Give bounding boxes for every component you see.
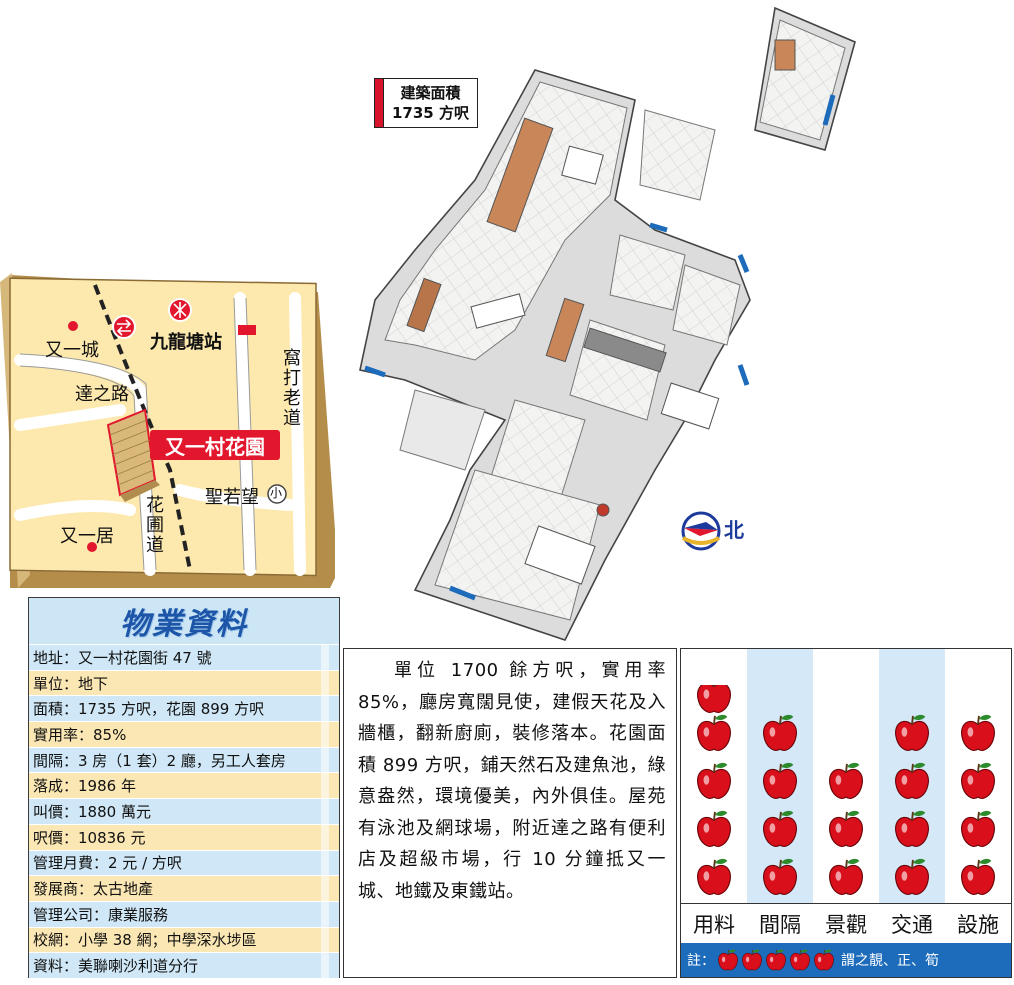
- apple-icon: [763, 762, 797, 799]
- north-indicator: 北: [678, 508, 758, 554]
- apple-icon: [814, 949, 834, 971]
- apple-icon: [895, 858, 929, 895]
- property-row-completion: 落成：1986 年: [29, 772, 339, 799]
- floor-plan-windows: [364, 94, 836, 601]
- apple-icon: [718, 949, 738, 971]
- school-icon: [267, 484, 287, 504]
- property-row-source: 資料：美聯喇沙利道分行: [29, 952, 339, 978]
- apple-icon: [895, 714, 929, 751]
- property-row-area: 面積：1735 方呎，花園 899 方呎: [29, 695, 339, 722]
- rating-label-materials: 用料: [693, 912, 735, 937]
- property-row-developer: 發展商：太古地產: [29, 875, 339, 901]
- property-row-layout: 間隔：3 房（1 套）2 廳，另工人套房: [29, 746, 339, 773]
- estate-label: 又一村花園: [150, 430, 280, 460]
- station-flag: [238, 325, 256, 335]
- apple-icon: [742, 949, 762, 971]
- rating-note-apples: [717, 948, 835, 972]
- mtr-icon: [168, 298, 192, 322]
- property-row-management-fee: 管理月費：2 元 / 方呎: [29, 849, 339, 876]
- interchange-icon: [112, 315, 136, 339]
- apple-icon: [829, 858, 863, 895]
- label-flower-garden-road: 花圃道: [143, 495, 164, 555]
- apple-icon: [895, 762, 929, 799]
- rating-note-suffix: 謂之靚、正、筍: [841, 953, 939, 969]
- apple-icon: [961, 858, 995, 895]
- rating-panel: 用料 間隔 景觀 交通 設施 註： 謂之靚、正、筍: [680, 648, 1012, 978]
- floor-area-tag: 建築面積 1735 方呎: [374, 78, 478, 128]
- property-data-panel: 物業資料 地址：又一村花園街 47 號 單位：地下 面積：1735 方呎，花園 …: [28, 597, 340, 978]
- floor-area-value: 1735 方呎: [392, 104, 469, 122]
- apple-icon: [697, 685, 731, 713]
- apple-icon: [790, 949, 810, 971]
- property-row-school-net: 校網：小學 38 網；中學深水埗區: [29, 926, 339, 953]
- property-title: 物業資料: [29, 598, 339, 644]
- description-text: 單位 1700 餘方呎，實用率 85%，廳房寬闊見使，建假天花及入牆櫃，翻新廚廁…: [358, 660, 666, 902]
- compass-icon: [681, 511, 721, 551]
- location-map: 又一城 九龍塘站 達之路 窩打老道 又一村花園 聖若望 小 又一居 花圃道: [0, 270, 335, 590]
- description-panel: 單位 1700 餘方呎，實用率 85%，廳房寬闊見使，建假天花及入牆櫃，翻新廚廁…: [343, 648, 677, 978]
- label-yau-yat-chuen: 又一城: [45, 340, 99, 361]
- map-roads: [14, 292, 306, 576]
- rating-column-transport: [879, 649, 945, 903]
- rating-column-materials: [681, 649, 747, 903]
- apple-icon: [961, 810, 995, 847]
- rating-column-facilities: [945, 649, 1011, 903]
- property-row-asking-price: 叫價：1880 萬元: [29, 798, 339, 824]
- apple-icon: [895, 810, 929, 847]
- area-tag-accent: [375, 79, 384, 127]
- label-cornwall-street: 窩打老道: [280, 348, 301, 428]
- rating-label-view: 景觀: [825, 912, 867, 937]
- label-kowloon-tong-station: 九龍塘站: [150, 332, 222, 353]
- property-row-address: 地址：又一村花園街 47 號: [29, 644, 339, 670]
- rating-label-layout: 間隔: [759, 912, 801, 937]
- label-yau-yat-kui: 又一居: [60, 526, 114, 547]
- apple-icon: [763, 714, 797, 751]
- floor-area-label: 建築面積: [400, 84, 461, 102]
- property-row-price-per-sqft: 呎價：10836 元: [29, 823, 339, 850]
- rating-column-view: [813, 649, 879, 903]
- rating-column-layout: [747, 649, 813, 903]
- apple-icon: [766, 949, 786, 971]
- apple-icon: [763, 858, 797, 895]
- rating-label-transport: 交通: [891, 912, 933, 937]
- apple-icon: [961, 762, 995, 799]
- label-school: 聖若望: [205, 487, 259, 508]
- apple-icon: [829, 762, 863, 799]
- property-row-unit: 單位：地下: [29, 669, 339, 696]
- rating-label-facilities: 設施: [957, 912, 999, 937]
- estate-building: [106, 408, 160, 502]
- rating-note-prefix: 註：: [687, 953, 715, 969]
- property-row-efficiency: 實用率：85%: [29, 721, 339, 747]
- marker-dot-yau-yat-kui: [87, 542, 97, 552]
- north-label: 北: [724, 518, 744, 542]
- label-school-mark: 小: [270, 486, 283, 500]
- apple-icon: [763, 810, 797, 847]
- label-tat-chee-avenue: 達之路: [75, 384, 129, 405]
- rating-columns: [681, 649, 1011, 903]
- marker-dot-yau-yat-chuen: [68, 321, 78, 331]
- apple-icon: [961, 714, 995, 751]
- apple-icon: [829, 810, 863, 847]
- apple-icon: [697, 810, 731, 847]
- railway-line: [93, 284, 192, 571]
- property-row-management-company: 管理公司：康業服務: [29, 900, 339, 927]
- apple-icon: [697, 714, 731, 751]
- apple-icon: [697, 858, 731, 895]
- rating-note: 註： 謂之靚、正、筍: [681, 943, 1011, 977]
- apple-icon: [697, 762, 731, 799]
- floor-plan-furniture: [406, 39, 796, 585]
- rating-labels: 用料 間隔 景觀 交通 設施: [681, 903, 1011, 943]
- property-rows: 地址：又一村花園街 47 號 單位：地下 面積：1735 方呎，花園 899 方…: [29, 644, 339, 978]
- floor-plan-illustration: [359, 6, 856, 641]
